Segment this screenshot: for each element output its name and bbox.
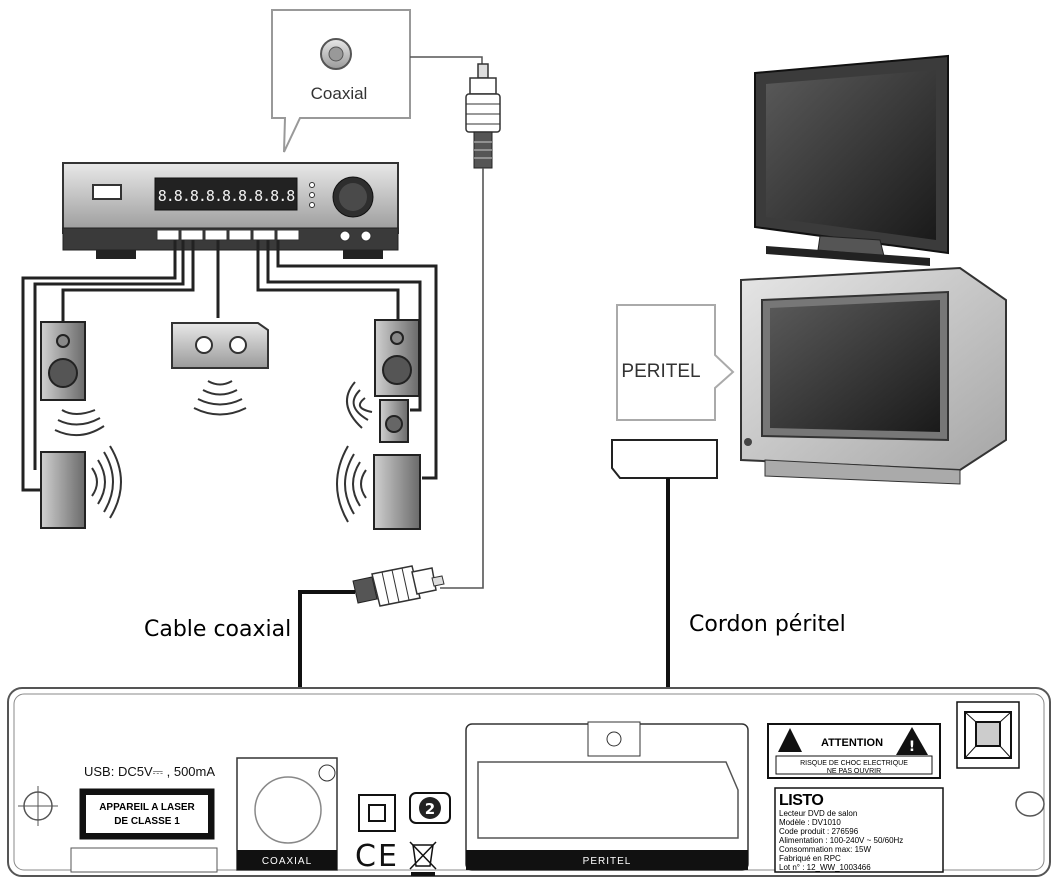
spec-line: Lot n° : 12_WW_1003466 xyxy=(779,863,871,872)
spec-line: Alimentation : 100-240V ~ 50/60Hz xyxy=(779,836,903,845)
rca-plug-icon xyxy=(465,63,501,169)
scart-plug-icon xyxy=(611,439,718,479)
spec-line: Code produit : 276596 xyxy=(779,827,859,836)
mount-hole-left-icon xyxy=(18,786,58,826)
rca-plug-bottom-icon xyxy=(352,565,445,607)
amplifier-icon: 8.8.8.8.8.8.8.8.8 xyxy=(62,162,399,259)
cordon-peritel-caption: Cordon péritel xyxy=(689,612,846,637)
laser-label-line1: APPAREIL A LASER xyxy=(99,802,195,813)
spec-line: Fabriqué en RPC xyxy=(779,854,841,863)
peritel-port xyxy=(465,721,749,871)
blank-sticker-area xyxy=(70,847,218,873)
laser-label-line2: DE CLASSE 1 xyxy=(114,816,180,827)
exclamation-warning-icon xyxy=(896,727,928,755)
left-rear-speaker-icon xyxy=(40,445,122,529)
usb-spec-text: USB: DC5V⎓ , 500mA xyxy=(84,764,215,779)
peritel-callout-label: PERITEL xyxy=(621,361,700,382)
center-speaker-icon xyxy=(171,322,269,416)
right-rear-speaker-icon xyxy=(336,445,421,530)
coaxial-callout xyxy=(271,9,411,153)
speaker-wires xyxy=(21,240,438,492)
peritel-port-label: PERITEL xyxy=(583,856,632,867)
coaxial-port xyxy=(236,757,338,871)
spec-line: Lecteur DVD de salon xyxy=(779,809,857,818)
dvd-region-icon: 2 xyxy=(409,792,451,824)
shock-warning-icon xyxy=(778,728,802,752)
flat-tv-icon xyxy=(754,54,949,266)
brand-logo-text: LISTO xyxy=(779,792,823,809)
spec-line: Consommation max: 15W xyxy=(779,845,871,854)
attention-line1: RISQUE DE CHOC ELECTRIQUE xyxy=(800,760,908,767)
svg-text:!: ! xyxy=(909,739,915,755)
attention-title: ATTENTION xyxy=(821,737,883,749)
cable-coaxial-caption: Cable coaxial xyxy=(144,617,291,642)
amplifier-display: 8.8.8.8.8.8.8.8.8 xyxy=(158,187,295,205)
laser-class-label xyxy=(79,788,215,840)
attention-warning-label: ! xyxy=(767,723,941,779)
coaxial-port-label: COAXIAL xyxy=(262,856,312,867)
left-speaker-icon xyxy=(40,321,105,437)
attention-line2: NE PAS OUVRIR xyxy=(827,768,881,775)
double-insulation-icon xyxy=(358,794,396,832)
mount-hole-right-icon xyxy=(1015,791,1045,817)
spec-line: Modèle : DV1010 xyxy=(779,818,841,827)
power-socket-icon xyxy=(956,701,1020,769)
crt-tv-icon xyxy=(740,266,1007,485)
coaxial-callout-label: Coaxial xyxy=(311,84,368,103)
right-speaker-icon xyxy=(346,319,420,429)
weee-bin-icon xyxy=(409,841,437,876)
subwoofer-icon xyxy=(379,399,409,443)
peritel-callout xyxy=(616,304,735,421)
rating-label xyxy=(774,787,944,873)
ce-mark: CE xyxy=(355,839,399,874)
svg-text:2: 2 xyxy=(425,800,435,818)
